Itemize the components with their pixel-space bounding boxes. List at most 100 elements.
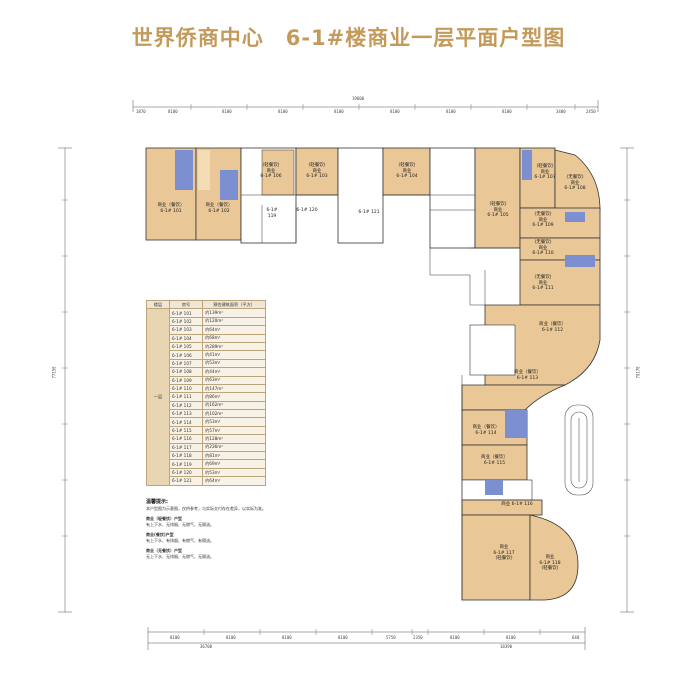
legend-light-food: 商业（轻餐饮）户型 有上下水、无排烟、无燃气、无隔油。 xyxy=(146,516,276,527)
bottom-dim-4: 8100 xyxy=(338,635,348,640)
area-cell: 约69m² xyxy=(202,459,266,469)
top-dim-3: 8100 xyxy=(222,109,232,114)
floor-cell: 一层 xyxy=(146,308,170,486)
top-dim-1: 1870 xyxy=(136,109,146,114)
left-total-dim: 77150 xyxy=(51,366,57,379)
area-cell: 约64m² xyxy=(202,476,266,486)
bottom-dim-6: 2350 xyxy=(413,635,423,640)
bottom-dim-2: 8100 xyxy=(226,635,236,640)
area-cell: 约64m² xyxy=(202,325,266,335)
notes-panel: 温馨提示: 本户型图为示意图，仅供参考，与实际交付存在差异，以实际为准。 商业（… xyxy=(146,499,276,559)
top-dim-9: 3400 xyxy=(556,109,566,114)
area-cell: 约41m² xyxy=(202,350,266,360)
room-cell: 6-1# 107 xyxy=(168,358,204,369)
top-dim-6: 8100 xyxy=(390,109,400,114)
room-cell: 6-1# 121 xyxy=(168,476,204,486)
area-cell: 约102m² xyxy=(202,409,266,419)
room-cell: 6-1# 110 xyxy=(168,383,204,394)
top-dim-5: 8100 xyxy=(334,109,344,114)
bottom-dim-7: 8100 xyxy=(450,635,460,640)
area-cell: 约44m² xyxy=(202,367,266,377)
area-cell: 约53m² xyxy=(202,467,266,478)
dimension-ticks xyxy=(62,104,630,635)
room-cell: 6-1# 102 xyxy=(168,316,204,327)
room-cell: 6-1# 106 xyxy=(168,350,204,360)
area-cell: 约162m² xyxy=(202,400,266,411)
unit-label-121: 6-1# 121 xyxy=(358,210,380,215)
unit-label-102: 商业（餐饮） 6-1# 102 xyxy=(205,203,233,214)
dimension-lines xyxy=(58,100,634,650)
unit-label-115: 商业（餐饮） 6-1# 115 xyxy=(481,455,508,466)
area-cell: 约128m² xyxy=(202,434,266,444)
room-cell: 6-1# 120 xyxy=(168,467,204,478)
legend-title: 商业（轻餐饮）户型 xyxy=(146,516,182,521)
area-cell: 约289m² xyxy=(202,341,266,352)
area-cell: 约147m² xyxy=(202,383,266,394)
unit-label-116: 商业 6-1# 116 xyxy=(501,502,533,507)
bottom-dim-8: 8100 xyxy=(506,635,516,640)
top-total-dim: 19600 xyxy=(352,96,365,101)
header-floor: 楼层 xyxy=(146,299,170,310)
area-cell: 约53m² xyxy=(202,417,266,427)
room-cell: 6-1# 112 xyxy=(168,400,204,411)
header-area: 预估建筑面积（平方） xyxy=(202,299,266,310)
unit-label-105: (轻餐饮) 商业 6-1# 105 xyxy=(487,202,509,218)
legend-desc: 有上下水、有排烟、有燃气、有隔油。 xyxy=(146,537,214,543)
area-cell: 约236m² xyxy=(202,442,266,453)
legend-desc: 无上下水、无排烟、无燃气、无隔油。 xyxy=(146,553,214,559)
room-cell: 6-1# 118 xyxy=(168,451,204,461)
room-cell: 6-1# 108 xyxy=(168,367,204,377)
top-dim-4: 8100 xyxy=(278,109,288,114)
room-cell: 6-1# 116 xyxy=(168,434,204,444)
room-cell: 6-1# 111 xyxy=(168,392,204,402)
unit-label-101: 商业（餐饮） 6-1# 101 xyxy=(157,203,185,214)
table-header-row: 楼层 房号 预估建筑面积（平方） xyxy=(146,299,266,310)
unit-label-104: (轻餐饮) 商业 6-1# 104 xyxy=(396,163,418,179)
legend-title: 商业(餐饮)户型 xyxy=(146,532,174,537)
unit-label-103: (轻餐饮) 商业 6-1# 103 xyxy=(306,163,328,179)
room-cell: 6-1# 109 xyxy=(168,375,204,385)
top-dim-7: 8100 xyxy=(446,109,456,114)
room-cell: 6-1# 104 xyxy=(168,333,204,343)
bottom-dim-5: 5750 xyxy=(386,635,396,640)
legend-no-food: 商业（无餐饮）户型 无上下水、无排烟、无燃气、无隔油。 xyxy=(146,548,276,559)
area-cell: 约68m² xyxy=(202,333,266,343)
top-dim-8: 8100 xyxy=(502,109,512,114)
page-title: 世界侨商中心 6-1#楼商业一层平面户型图 xyxy=(131,26,566,50)
bottom-dim-9: 640 xyxy=(572,635,580,640)
room-cell: 6-1# 105 xyxy=(168,341,204,352)
unit-label-117: 商业 6-1# 117 (轻餐饮) xyxy=(493,545,515,561)
area-cell: 约139m² xyxy=(202,308,266,318)
unit-label-107: (轻餐饮) 商业 6-1# 107 xyxy=(534,164,556,180)
unit-label-108: (无餐饮) 商业 6-1# 108 xyxy=(564,175,586,191)
right-total-dim: 79170 xyxy=(635,366,641,379)
area-cell: 约81m² xyxy=(202,451,266,461)
room-cell: 6-1# 114 xyxy=(168,417,204,427)
inner-walls xyxy=(241,194,520,600)
notes-body: 本户型图为示意图，仅供参考，与实际交付存在差异，以实际为准。 xyxy=(146,505,266,511)
room-cell: 6-1# 113 xyxy=(168,409,204,419)
room-cell: 6-1# 103 xyxy=(168,325,204,335)
legend-desc: 有上下水、无排烟、无燃气、无隔油。 xyxy=(146,521,214,527)
top-dim-2: 8100 xyxy=(168,109,178,114)
unit-label-118: 商业 6-1# 118 (轻餐饮) xyxy=(539,555,561,571)
room-cell: 6-1# 115 xyxy=(168,425,204,436)
bottom-right-total: 18390 xyxy=(500,644,513,649)
unit-label-113: 商业（餐饮） 6-1# 113 xyxy=(514,370,541,381)
area-cell: 约120m² xyxy=(202,316,266,327)
area-cell: 约57m² xyxy=(202,425,266,436)
room-cell: 6-1# 117 xyxy=(168,442,204,453)
legend-title: 商业（无餐饮）户型 xyxy=(146,548,182,553)
area-cell: 约53m² xyxy=(202,358,266,369)
unit-label-110: (无餐饮) 商业 6-1# 110 xyxy=(532,240,554,256)
unit-label-120: 6-1# 120 xyxy=(296,208,318,213)
bottom-left-total: 36700 xyxy=(200,644,213,649)
room-cell: 6-1# 119 xyxy=(168,459,204,469)
notes-heading: 温馨提示: xyxy=(146,499,168,505)
